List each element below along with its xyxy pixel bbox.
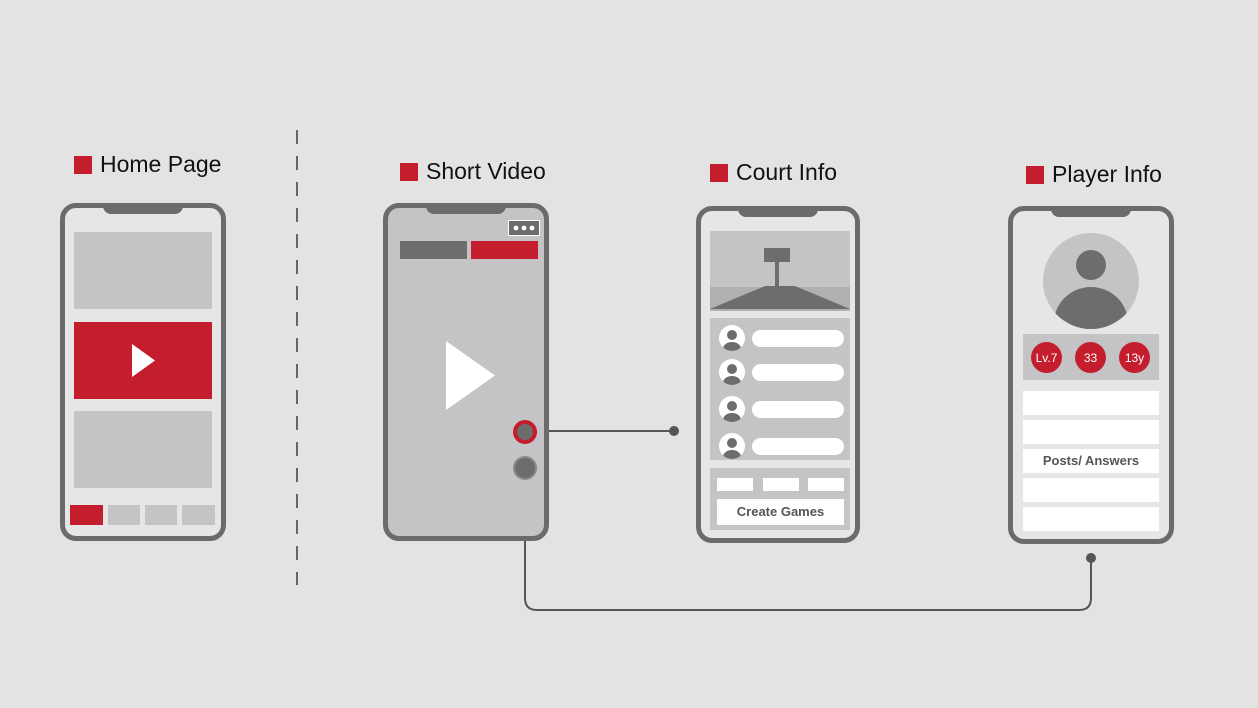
video-card[interactable] xyxy=(74,322,212,399)
list-item[interactable] xyxy=(752,401,844,418)
info-row[interactable] xyxy=(1023,507,1159,531)
count-badge: 33 xyxy=(1075,342,1106,373)
profile-avatar-icon xyxy=(1043,233,1139,329)
home-page-title: Home Page xyxy=(74,151,221,178)
connector-end-dot xyxy=(669,426,679,436)
feed-card[interactable] xyxy=(74,411,212,488)
tab-recommended[interactable] xyxy=(471,241,538,259)
like-button xyxy=(513,420,537,444)
info-row[interactable] xyxy=(1023,420,1159,444)
play-icon[interactable] xyxy=(443,338,503,413)
connector-video-player xyxy=(524,467,1092,611)
create-games-button[interactable]: Create Games xyxy=(717,499,844,525)
profile-button xyxy=(513,456,537,480)
short-video-title: Short Video xyxy=(400,158,546,185)
phone-notch xyxy=(103,208,183,214)
home-page-phone xyxy=(60,203,226,541)
player-info-title: Player Info xyxy=(1026,161,1162,188)
list-item[interactable] xyxy=(752,364,844,381)
tab-item[interactable] xyxy=(145,505,177,525)
title-marker xyxy=(74,155,92,174)
court-info-phone: Create Games xyxy=(696,206,860,543)
tab-following[interactable] xyxy=(400,241,467,259)
feed-card[interactable] xyxy=(74,232,212,309)
filter-chip[interactable] xyxy=(763,478,799,491)
title-marker xyxy=(400,162,418,181)
user-avatar-icon xyxy=(719,396,745,422)
posts-answers-row[interactable]: Posts/ Answers xyxy=(1023,449,1159,473)
player-info-phone: Lv.7 33 13y Posts/ Answers xyxy=(1008,206,1174,544)
level-badge: Lv.7 xyxy=(1031,342,1062,373)
years-badge: 13y xyxy=(1119,342,1150,373)
short-video-phone xyxy=(383,203,549,541)
tab-home[interactable] xyxy=(70,505,103,525)
play-icon xyxy=(132,344,155,377)
filter-chip[interactable] xyxy=(717,478,753,491)
phone-notch xyxy=(1051,211,1131,217)
user-avatar-icon xyxy=(719,325,745,351)
court-icon xyxy=(710,248,850,311)
court-info-title: Court Info xyxy=(710,159,837,186)
tab-item[interactable] xyxy=(108,505,140,525)
user-avatar-icon xyxy=(719,433,745,459)
tab-item[interactable] xyxy=(182,505,215,525)
action-buttons xyxy=(513,420,537,480)
court-image xyxy=(710,231,850,311)
list-item[interactable] xyxy=(752,330,844,347)
phone-notch xyxy=(738,211,818,217)
user-avatar-icon xyxy=(719,359,745,385)
title-marker xyxy=(1026,165,1044,184)
phone-notch xyxy=(426,208,506,214)
info-row[interactable] xyxy=(1023,478,1159,502)
filter-chip[interactable] xyxy=(808,478,844,491)
connector-end-dot xyxy=(1086,553,1096,563)
more-icon[interactable] xyxy=(508,220,540,236)
list-item[interactable] xyxy=(752,438,844,455)
info-row[interactable] xyxy=(1023,391,1159,415)
title-marker xyxy=(710,163,728,182)
